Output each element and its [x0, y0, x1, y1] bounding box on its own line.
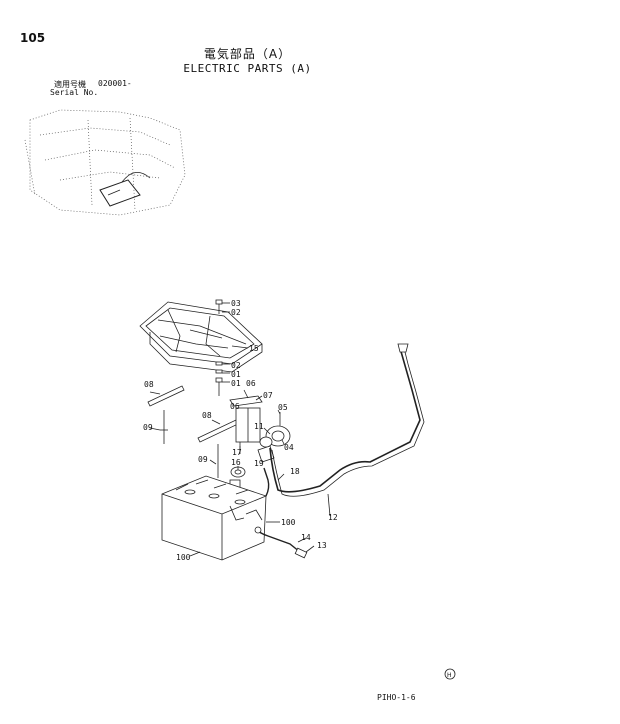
callout-04: 04	[284, 443, 294, 452]
leader-lines	[149, 302, 331, 557]
battery	[161, 475, 267, 561]
figure-code: PIHO-1-6	[377, 693, 416, 702]
callout-11: 11	[254, 422, 264, 431]
maker-logo: H	[444, 668, 456, 680]
page-title-japanese: 電気部品（A）	[203, 47, 292, 61]
serial-label-english: Serial No.	[50, 88, 99, 97]
callout-13: 13	[317, 541, 327, 550]
tray-bolts	[215, 299, 223, 396]
callout-15: 15	[249, 344, 259, 353]
callout-09: 09	[198, 455, 208, 464]
callout-06: 06	[246, 379, 256, 388]
machine-overview-sketch	[24, 109, 186, 216]
callout-05: 05	[278, 403, 288, 412]
battery-switch	[257, 412, 291, 463]
battery-tray	[139, 301, 263, 373]
callout-100: 100	[176, 553, 191, 562]
callout-09: 09	[143, 423, 153, 432]
callout-08: 08	[202, 411, 212, 420]
callout-01: 01	[231, 379, 241, 388]
page-title-english: ELECTRIC PARTS (A)	[183, 62, 312, 75]
callout-19: 19	[254, 459, 264, 468]
relay-box	[229, 395, 263, 452]
callout-01: 01	[231, 370, 241, 379]
serial-label-japanese: 適用号機	[54, 80, 86, 89]
callout-14: 14	[301, 533, 311, 542]
callout-02: 02	[231, 361, 241, 370]
callout-02: 02	[231, 308, 241, 317]
callout-07: 07	[263, 391, 273, 400]
callout-06: 06	[230, 402, 240, 411]
logo-letter: H	[447, 672, 452, 679]
callout-18: 18	[290, 467, 300, 476]
page-number: 105	[20, 31, 46, 45]
callout-08: 08	[144, 380, 154, 389]
battery-cables	[254, 343, 425, 559]
callout-16: 16	[231, 458, 241, 467]
serial-number-value: 020001-	[98, 79, 132, 88]
callout-17: 17	[232, 448, 242, 457]
callout-03: 03	[231, 299, 241, 308]
callout-12: 12	[328, 513, 338, 522]
callout-100: 100	[281, 518, 296, 527]
hold-down-rods	[147, 385, 239, 478]
